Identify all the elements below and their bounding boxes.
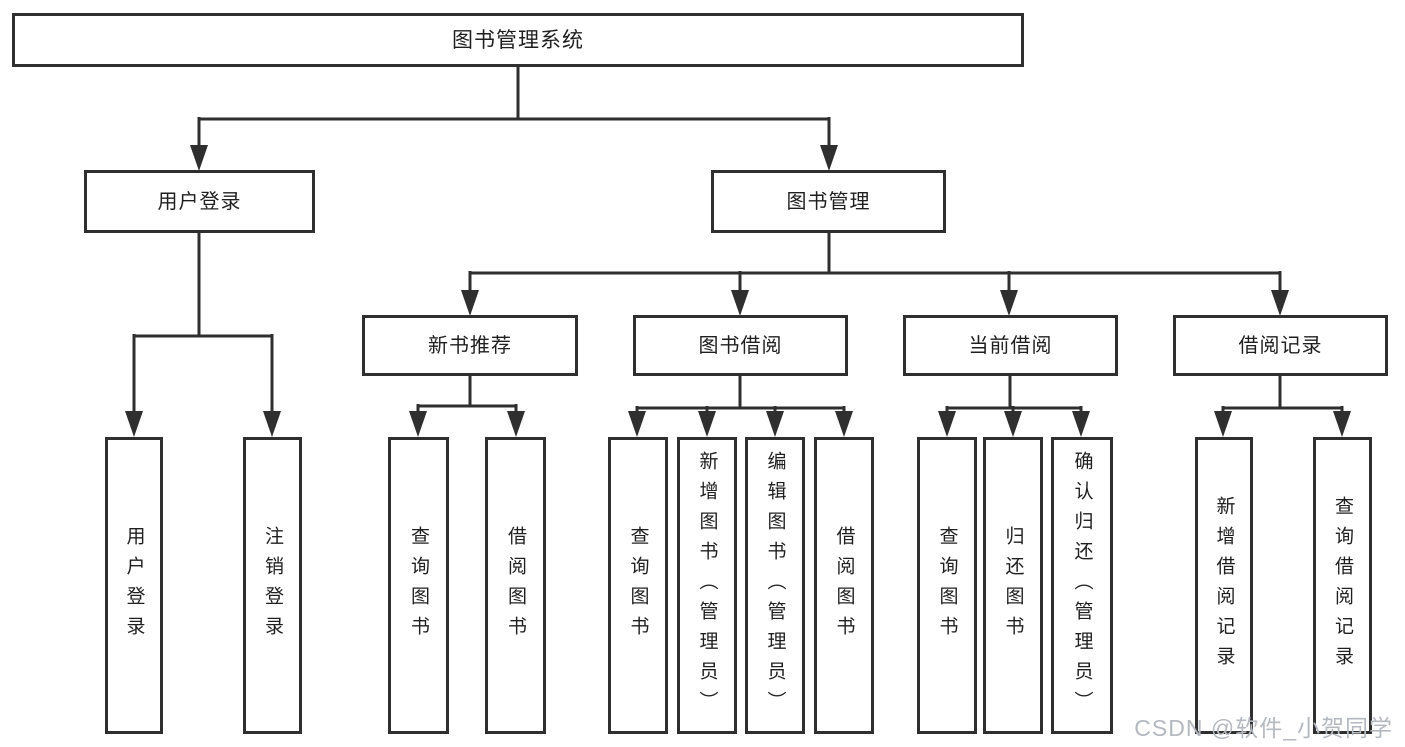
node-return-books: 归还图书 (983, 437, 1043, 734)
node-label: 新增图书（管理员） (696, 450, 718, 721)
node-label: 新增借阅记录 (1213, 495, 1235, 676)
node-confirm-return-admin: 确认归还（管理员） (1051, 437, 1113, 734)
node-current-borrow: 当前借阅 (903, 315, 1118, 376)
node-query-books-current: 查询图书 (917, 437, 977, 734)
node-book-borrow: 图书借阅 (633, 315, 848, 376)
node-query-borrow-record: 查询借阅记录 (1313, 437, 1372, 734)
node-label: 当前借阅 (968, 334, 1053, 357)
node-label: 用户登录 (157, 190, 242, 213)
node-label: 查询图书 (627, 525, 649, 646)
node-logout: 注销登录 (243, 437, 302, 734)
node-label: 新书推荐 (428, 334, 512, 357)
node-label: 注销登录 (262, 525, 283, 646)
node-edit-books-admin: 编辑图书（管理员） (745, 437, 805, 734)
node-label: 确认归还（管理员） (1071, 450, 1093, 721)
node-label: 归还图书 (1002, 525, 1024, 646)
node-label: 借阅图书 (505, 525, 526, 646)
node-add-books-admin: 新增图书（管理员） (677, 437, 737, 734)
node-label: 图书管理系统 (452, 28, 584, 52)
node-query-books-recommend: 查询图书 (388, 437, 449, 734)
node-label: 编辑图书（管理员） (764, 450, 786, 721)
node-user-login: 用户登录 (105, 437, 163, 734)
node-label: 用户登录 (123, 525, 145, 646)
node-borrow-records: 借阅记录 (1173, 315, 1388, 376)
csdn-watermark: CSDN @软件_小贺同学 (1134, 715, 1393, 741)
node-label: 借阅图书 (833, 525, 855, 646)
node-label: 借阅记录 (1238, 334, 1323, 357)
node-book-management-branch: 图书管理 (711, 170, 946, 233)
node-add-borrow-record: 新增借阅记录 (1195, 437, 1253, 734)
node-label: 查询图书 (936, 525, 958, 646)
node-query-books-borrow: 查询图书 (608, 437, 668, 734)
node-label: 查询借阅记录 (1332, 495, 1353, 676)
node-borrow-books: 借阅图书 (814, 437, 874, 734)
node-label: 图书管理 (786, 190, 871, 213)
connector-arrows (125, 145, 1351, 437)
node-label: 图书借阅 (698, 334, 783, 357)
node-new-book-recommend: 新书推荐 (362, 315, 578, 376)
node-label: 查询图书 (408, 525, 429, 646)
connector-segments (132, 66, 1344, 414)
node-user-login-branch: 用户登录 (84, 170, 315, 233)
node-library-management-system: 图书管理系统 (12, 13, 1024, 67)
node-borrow-books-recommend: 借阅图书 (485, 437, 546, 734)
